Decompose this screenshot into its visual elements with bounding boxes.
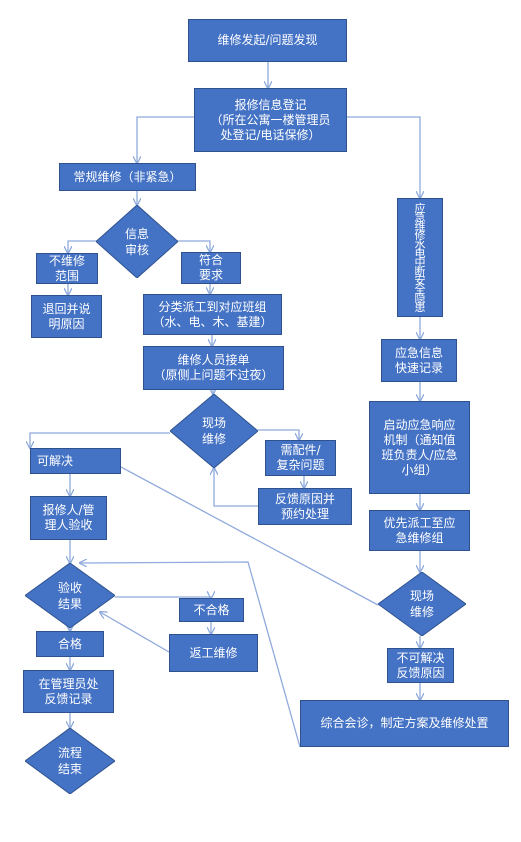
acceptance-result-label: 验收 结果 (57, 580, 82, 611)
emergency-record-node: 应急信息 快速记录 (381, 339, 457, 382)
acceptance-by-node: 报修人/管 理人验收 (30, 496, 107, 540)
qualified-node: 符合 要求 (181, 252, 241, 284)
solvable-node: 可解决 (30, 448, 121, 474)
return-explain-node: 退回并说 明原因 (31, 295, 102, 338)
arrow-feedback-onsite (214, 468, 258, 507)
rework-node: 返工维修 (169, 634, 258, 672)
accept-order-node: 维修人员接单 （原侧上问题不过夜） (143, 346, 284, 390)
qualified-result-node: 合格 (36, 631, 104, 657)
info-review-label: 信息 审核 (124, 226, 149, 257)
unsolvable-node: 不可解决 反馈原因 (387, 648, 454, 683)
dispatch-node: 分类派工到对应班组 （水、电、木、基建） (143, 294, 282, 335)
arrow-onsite-solvable (30, 432, 170, 448)
unqualified-node: 不合格 (179, 598, 244, 622)
end-label: 流程 结束 (57, 746, 82, 776)
arrow-register-emergency (347, 116, 420, 198)
priority-dispatch-node: 优先派工至应 急维修组 (369, 510, 470, 551)
register-node: 报修信息登记 （所在公寓一楼管理员 处登记/电话保修） (194, 88, 347, 152)
start-node: 维修发起/问题发现 (188, 19, 347, 62)
acceptance-result-diamond: 验收 结果 (25, 563, 115, 628)
need-parts-node: 需配件/ 复杂问题 (265, 440, 336, 476)
arrow-register-regular (137, 116, 194, 163)
arrow-onsite-needparts (258, 429, 299, 440)
arrow-review-qualified (177, 240, 210, 252)
consultation-node: 综合会诊，制定方案及维修处置 (300, 700, 509, 747)
onsite-repair-2-diamond: 现场 维修 (378, 572, 466, 636)
arrow-onsite2-solvable (106, 459, 379, 606)
onsite-repair-label: 现场 维修 (201, 416, 226, 446)
arrow-review-notscope (68, 240, 97, 253)
onsite-repair-diamond: 现场 维修 (170, 394, 258, 468)
admin-feedback-node: 在管理员处 反馈记录 (23, 670, 114, 713)
end-diamond: 流程 结束 (25, 728, 115, 794)
feedback-appointment-node: 反馈原因并 预约处理 (258, 488, 352, 525)
emergency-response-node: 启动应急响应 机制（通知值 班负责人/应急 小组） (369, 401, 470, 494)
onsite-repair-2-label: 现场 维修 (409, 589, 434, 619)
info-review-diamond: 信息 审核 (96, 205, 178, 278)
emergency-node: 应 急 维 修 水 电 中 断 安 全 隐 患 (397, 198, 443, 317)
not-in-scope-node: 不维修 范围 (36, 253, 98, 284)
regular-repair-node: 常规维修（非紧急） (59, 163, 196, 191)
